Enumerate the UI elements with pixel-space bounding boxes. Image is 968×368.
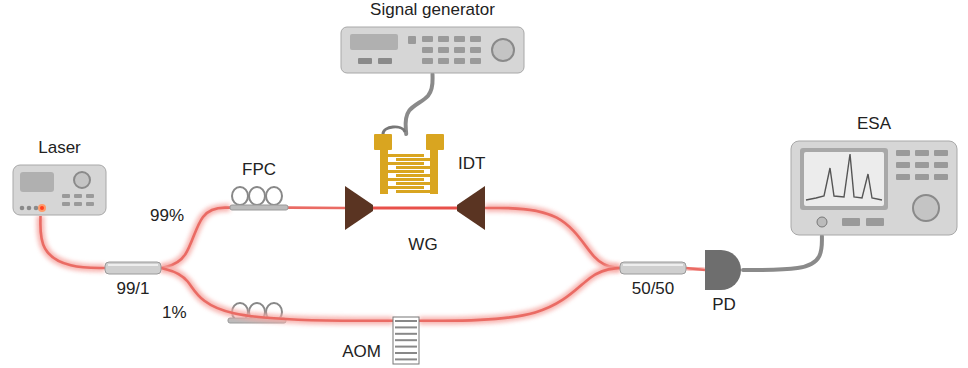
optical-fiber — [686, 268, 705, 270]
fiber-glow — [485, 208, 620, 268]
node-label: 99/1 — [116, 280, 149, 299]
electrical-cable — [406, 74, 433, 134]
waveguide: WG — [345, 186, 485, 230]
node-label: FPC — [242, 161, 276, 180]
node-label: PD — [712, 296, 736, 315]
acousto-optic-modulator-shape — [393, 317, 419, 364]
node-label: ESA — [857, 115, 891, 134]
signal-generator: Signal generator — [340, 26, 525, 74]
fiber-polarization-controller-shape — [230, 186, 288, 210]
split-ratio: 99% — [150, 207, 184, 226]
signal-generator-shape — [340, 26, 525, 74]
optical-fiber — [419, 268, 620, 321]
photodetector: PD — [705, 250, 743, 290]
photodetector-shape — [705, 250, 743, 290]
fiber-glow — [161, 268, 393, 321]
interdigital-transducer-shape — [372, 134, 448, 194]
fiber-coupler-shape — [105, 262, 161, 274]
fiber-coupler-shape — [620, 262, 686, 274]
split-ratio: 1% — [162, 304, 187, 323]
optical-fiber — [288, 206, 345, 209]
electrical-cable — [743, 236, 822, 270]
waveguide-shape — [345, 186, 485, 230]
fiber-glow — [288, 204, 345, 212]
fiber-coupler: 50/50 — [620, 262, 686, 274]
fiber-glow — [686, 268, 705, 270]
node-label: WG — [408, 236, 437, 255]
spectrum-analyzer-shape — [790, 140, 958, 236]
optical-fiber — [40, 216, 105, 268]
node-label: Signal generator — [370, 1, 495, 20]
fiber-polarization-controller: FPC — [230, 186, 288, 210]
fiber-coupler: 99/1 — [105, 262, 161, 274]
node-label: 50/50 — [632, 280, 675, 299]
node-label: Laser — [38, 139, 81, 158]
spectrum-analyzer: ESA — [790, 140, 958, 236]
acousto-optic-modulator: AOM — [393, 317, 419, 364]
node-label: IDT — [458, 155, 485, 174]
fiber-glow — [419, 268, 620, 321]
fiber-glow — [40, 216, 105, 268]
node-label: AOM — [342, 343, 381, 362]
optical-fiber — [485, 208, 620, 268]
laser-source-shape — [12, 164, 107, 216]
optical-fiber — [161, 268, 393, 321]
interdigital-transducer: IDT — [372, 134, 448, 194]
laser-source: Laser — [12, 164, 107, 216]
